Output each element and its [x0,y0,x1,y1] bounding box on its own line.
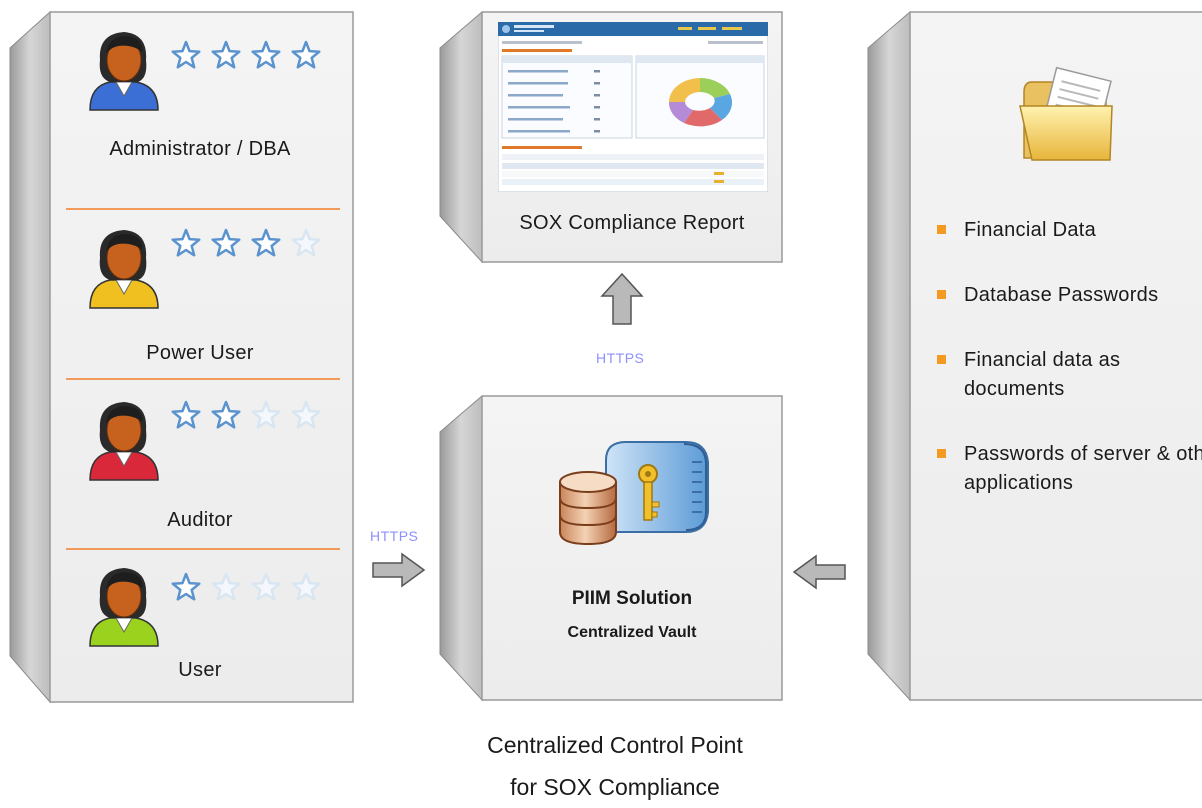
arrow-up-icon [600,272,644,325]
role-separator [66,208,340,210]
https-label-users: HTTPS [370,528,419,544]
folder-documents-icon [1019,66,1113,161]
arrow-left-icon [792,554,846,590]
bullet-icon [937,225,946,234]
vault-database-key-icon [559,441,709,546]
data-item-database-passwords: Database Passwords [934,281,1202,310]
role-label-administrator: Administrator / DBA [109,138,291,160]
report-screenshot-thumbnail [498,22,768,192]
bullet-icon [937,355,946,364]
data-item-financial-data: Financial Data [934,216,1202,245]
https-label-report: HTTPS [596,350,645,366]
bullet-icon [937,449,946,458]
caption-line-1: Centralized Control Point [487,732,743,758]
vault-title: PIIM Solution [571,588,693,609]
vault-subtitle: Centralized Vault [567,624,697,641]
role-separator [66,548,340,550]
diagram-caption: Centralized Control Point for SOX Compli… [400,724,830,808]
report-label: SOX Compliance Report [519,212,745,234]
role-label-power-user: Power User [146,342,254,364]
data-item-server-passwords: Passwords of server & other applications [934,440,1202,498]
data-item-financial-documents: Financial data as documents [934,346,1184,404]
caption-line-2: for SOX Compliance [510,774,720,800]
role-label-user: User [178,659,222,681]
protected-data-list: Financial Data Database Passwords Financ… [934,216,1202,534]
arrow-right-icon [372,552,426,588]
role-separator [66,378,340,380]
bullet-icon [937,290,946,299]
role-label-auditor: Auditor [167,509,233,531]
